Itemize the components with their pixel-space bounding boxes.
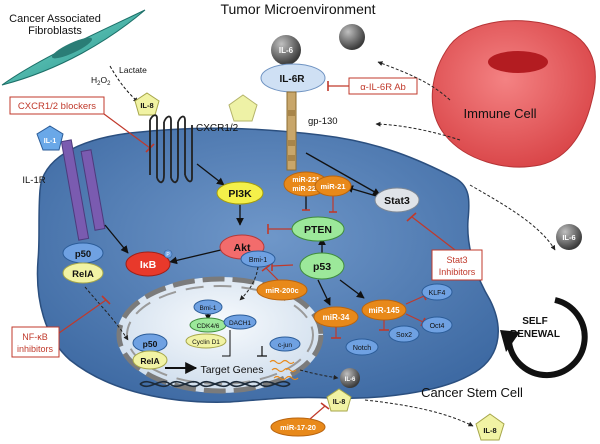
il1-ligand (36, 125, 64, 151)
ikb-phospho (163, 249, 173, 259)
mrna-squiggles (269, 359, 299, 381)
diagram-title: Tumor Microenvironment (220, 1, 375, 17)
rela-label: RelA (72, 269, 94, 280)
ikb-label: IκB (140, 259, 157, 271)
cxcr12-receptor (149, 118, 193, 178)
immune-cell-nucleus (488, 51, 548, 73)
lactate-label: Lactate (119, 65, 147, 75)
dach1-node (223, 314, 257, 330)
bmi1-label: Bmi-1 (249, 257, 267, 264)
il6-secreted-label: IL-6 (345, 377, 356, 383)
nuc-p50-label: p50 (143, 339, 158, 349)
mir200c-label: miR-200c (265, 286, 298, 295)
lactate-arrow (109, 65, 139, 103)
target-genes-label: Target Genes (200, 364, 263, 376)
notch-label: Notch (353, 345, 371, 352)
stat3-inhibitors-label-1: Stat3 (446, 255, 467, 265)
immune-cell-label: Immune Cell (464, 106, 537, 121)
anti-il6r-label: α-IL-6R Ab (360, 82, 406, 93)
il6-free (556, 224, 582, 250)
stat3-inhibitors-box (431, 249, 483, 281)
nfkb-inhibitors-label-2: inhibitors (17, 344, 54, 354)
nuc-bmi1-label: Bmi-1 (200, 305, 217, 312)
dna-helix (139, 380, 291, 388)
nfkb-inhibitors-box (11, 326, 60, 358)
stat3-label: Stat3 (384, 195, 410, 207)
il6-ligand-label: IL-6 (279, 46, 294, 55)
il6-secreted (340, 368, 360, 388)
pi3k-node (216, 181, 264, 205)
ikb-node (125, 251, 171, 277)
nuc-rela-node (132, 350, 168, 370)
notch-node (345, 338, 379, 356)
gp130-label: gp-130 (308, 116, 338, 127)
sox2-label: Sox2 (396, 332, 412, 339)
fibroblast-cell (1, 9, 146, 86)
dach1-label: DACH1 (229, 320, 251, 327)
rela-node (62, 262, 104, 284)
il6r-label: IL-6R (280, 74, 306, 85)
il8-secreted (326, 388, 352, 412)
il6-ligand (271, 35, 301, 65)
il8-pentagon-free (228, 94, 258, 122)
nucleus (116, 276, 324, 394)
p53-node (299, 252, 345, 280)
oct4-label: Oct4 (430, 323, 445, 330)
free-ball-top (339, 24, 365, 50)
p50-label: p50 (75, 249, 91, 260)
il8-out (475, 413, 505, 441)
il6-free-label: IL-6 (562, 233, 575, 242)
cdk46-label: CDK4/6 (197, 323, 220, 330)
h2o2-label: H2O2 (91, 75, 111, 87)
sox2-node (388, 325, 420, 343)
ikb-phospho-label: P (166, 252, 170, 258)
cjun-label: c-jun (278, 342, 292, 349)
il1-ligand-label: IL-1 (44, 138, 57, 145)
cyclind1-label: Cyclin D1 (192, 339, 220, 346)
cxcr-blockers-label: CXCR1/2 blockers (18, 101, 96, 112)
stat3-node (374, 187, 420, 213)
mir1720-label: miR-17-20 (280, 423, 316, 432)
gp130-receptor (286, 91, 297, 171)
self-renewal-label-2: RENEWAL (510, 329, 560, 340)
il1r-label: IL-1R (22, 175, 45, 186)
il8-top-label: IL-8 (140, 101, 153, 110)
oct4-node (421, 316, 453, 334)
cjun-node (269, 336, 301, 352)
stat3-inhibitors-label-2: Inhibitors (439, 267, 476, 277)
mir221-label: miR-221 (292, 177, 319, 184)
pi3k-label: PI3K (228, 188, 252, 200)
pten-label: PTEN (304, 224, 332, 236)
mir145-label: miR-145 (368, 306, 400, 315)
nuc-rela-label: RelA (140, 356, 159, 366)
caf-label-2: Fibroblasts (28, 25, 82, 37)
cxcr12-label: CXCR1/2 (196, 123, 239, 134)
akt-label: Akt (234, 242, 251, 254)
klf4-label: KLF4 (429, 290, 446, 297)
cyclind1-node (185, 333, 227, 349)
il1r-receptor (60, 139, 106, 241)
mir21-label: miR-21 (320, 182, 345, 191)
il8-top (134, 92, 160, 116)
self-renewal-cycle (500, 297, 588, 379)
caf-label-1: Cancer Associated (9, 13, 101, 25)
il8-out-label: IL-8 (483, 426, 496, 435)
mir222-label: miR-222 (292, 186, 319, 193)
mir21-node (314, 175, 352, 197)
cxcr-blockers-box (9, 96, 105, 115)
nfkb-inhibitors-label-1: NF-κB (22, 332, 48, 342)
il8-secreted-label: IL-8 (333, 399, 346, 406)
p53-label: p53 (313, 261, 331, 273)
mir1720-node (270, 417, 326, 437)
csc-label: Cancer Stem Cell (421, 385, 523, 400)
pten-node (291, 216, 345, 242)
mir34-label: miR-34 (323, 313, 350, 322)
self-renewal-label-1: SELF (522, 316, 548, 327)
immune-cell (431, 20, 596, 168)
mir200c-node (256, 279, 308, 301)
klf4-node (421, 283, 453, 301)
